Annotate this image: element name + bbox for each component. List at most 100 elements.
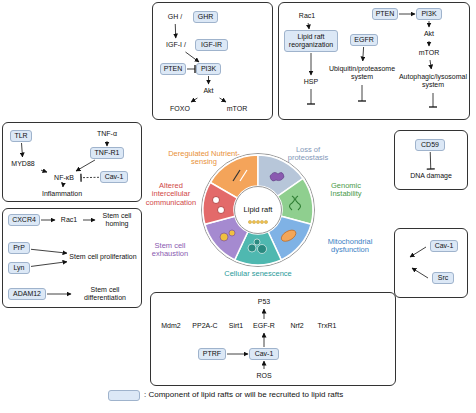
group-box: TLR TNF-αTNF-R1MYD88NF-κB Cav-1Inflammatio… [2,122,142,202]
communication-icon [213,197,225,214]
node-text: P53 [258,298,270,306]
node-text: Stem cell homing [96,212,138,227]
term-label: mTOR [414,47,444,59]
term-label: Inflammation [32,188,92,200]
hallmark-label: Deregulated Nutrient-sensing [166,150,242,167]
node-text: IGF-IR [201,41,222,49]
component-box: Src [432,272,454,284]
node-text: EGFR [354,36,373,44]
term-label: Akt [196,85,221,97]
group-box: Rac1Lipid raft reorganizationHSP PTEN PI3K… [278,2,470,120]
term-label: ROS [251,370,277,382]
hallmark-label: Loss of proteostasis [282,146,334,163]
group-box: P53Mdm2 PP2A-C Sirt1 EGF-R Nrf2 TrxR1PTRF Cav-… [150,292,396,386]
component-box: IGF-IR [195,39,228,51]
cell-icon [248,239,267,254]
term-label: Mdm2 [158,320,184,332]
term-label: Stem cell homing [96,209,138,231]
legend-swatch [108,390,140,401]
mitochondrion-icon [279,228,297,244]
stem-cell-icon [220,230,235,241]
node-text: Lipid raft reorganization [285,33,337,48]
term-label: NF-κB [48,172,80,184]
node-text: Stem cell proliferation [69,253,136,261]
node-text: mTOR [227,105,247,113]
component-box: Lipid raft reorganization [284,30,338,52]
term-label: TrxR1 [314,320,340,332]
node-text: PrP [13,244,25,252]
term-label: GH / [160,11,190,23]
component-box: Cav-1 [249,348,279,360]
node-text: NF-κB [54,174,74,182]
term-label: EGF-R [250,320,278,332]
component-box: CXCR4 [8,214,40,226]
hallmark-label: Stem cell exhaustion [144,242,196,259]
node-text: Lipid raft [244,206,273,214]
node-text: PTEN [376,10,395,18]
wheel-segment [203,183,237,225]
component-box: PI3K [196,63,221,75]
node-text: Lyn [13,264,24,272]
node-text: Autophagic/lysosomal system [399,73,467,88]
node-text: mTOR [419,49,439,57]
node-text: Ubiquitin/proteasome system [328,65,396,80]
node-text: Cav-1 [435,242,454,250]
group-box: GH /GHR IGF-I / IGF-IR PTEN PI3K AktFOXO mTOR [152,2,273,120]
term-label: Ubiquitin/proteasome system [328,62,396,84]
term-label: TNF-α [92,128,122,140]
component-box: PTRF [198,348,226,360]
group-box: CXCR4 Rac1 Stem cell homingPrP Stem cell pr… [2,208,142,308]
nutrient-icon [233,170,247,181]
component-box: GHR [193,11,218,23]
hub-circle: Lipid raft [234,186,282,234]
term-label: MYD88 [6,158,40,170]
term-label: Nrf2 [286,320,308,332]
node-text: TNF-R1 [95,149,120,157]
term-label: mTOR [222,103,252,115]
node-text: PI3K [201,65,216,73]
legend-text: : Component of lipid rafts or will be re… [144,389,343,401]
term-label: PP2A-C [190,320,220,332]
term-label: P53 [252,296,276,308]
component-box: PI3K [416,8,442,20]
node-text: PI3K [421,10,436,18]
term-label: Autophagic/lysosomal system [400,70,466,92]
term-label: Stem cell proliferation [68,246,138,268]
term-label: DNA damage [404,170,458,182]
dna-icon [290,196,301,210]
group-box: Cav-1Src [394,228,468,298]
node-text: EGF-R [253,322,275,330]
node-text: ROS [256,372,271,380]
node-text: PTRF [203,350,221,358]
node-text: Inflammation [42,190,82,198]
node-text: Akt [203,87,213,95]
node-text: FOXO [170,105,190,113]
node-text: Sirt1 [229,322,243,330]
component-box: EGFR [350,34,378,46]
term-label: IGF-I / [158,39,194,51]
term-label: Rac1 [56,214,82,226]
component-box: PTEN [160,63,186,75]
protein-icon [270,172,284,181]
node-text: HSP [304,78,318,86]
node-text: PTEN [164,65,183,73]
term-label: HSP [297,76,325,88]
node-text: Stem cell differentiation [72,286,138,301]
component-box: TLR [10,130,32,142]
component-box: CD59 [415,139,445,151]
term-label: Sirt1 [226,320,246,332]
component-box: PrP [8,242,30,254]
node-text: Nrf2 [290,322,303,330]
node-text: Akt [424,30,434,38]
node-text: Src [438,274,449,282]
hallmark-label: Altered intercellular communication [142,182,200,207]
node-text: DNA damage [410,172,452,180]
node-text: Cav-1 [105,173,124,181]
node-text: Mdm2 [161,322,180,330]
component-box: Cav-1 [100,171,128,183]
component-box: Lyn [8,262,30,274]
term-label: Akt [416,28,442,40]
term-label: Rac1 [292,10,322,22]
node-text: ADAM12 [13,290,41,298]
